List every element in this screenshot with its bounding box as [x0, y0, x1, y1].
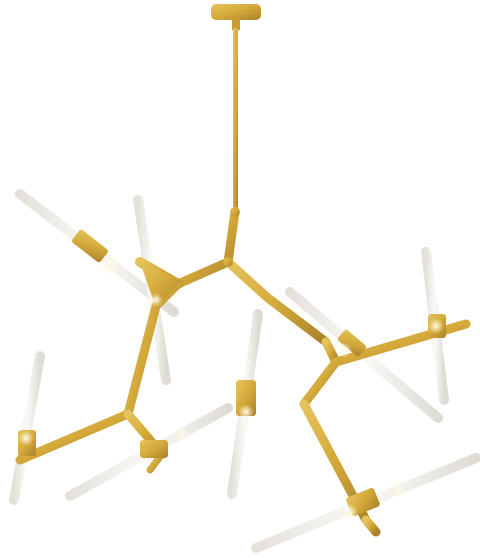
- ceiling-canopy: [211, 4, 261, 30]
- suspension-rod: [233, 28, 238, 213]
- bulb-glows: [18, 257, 444, 520]
